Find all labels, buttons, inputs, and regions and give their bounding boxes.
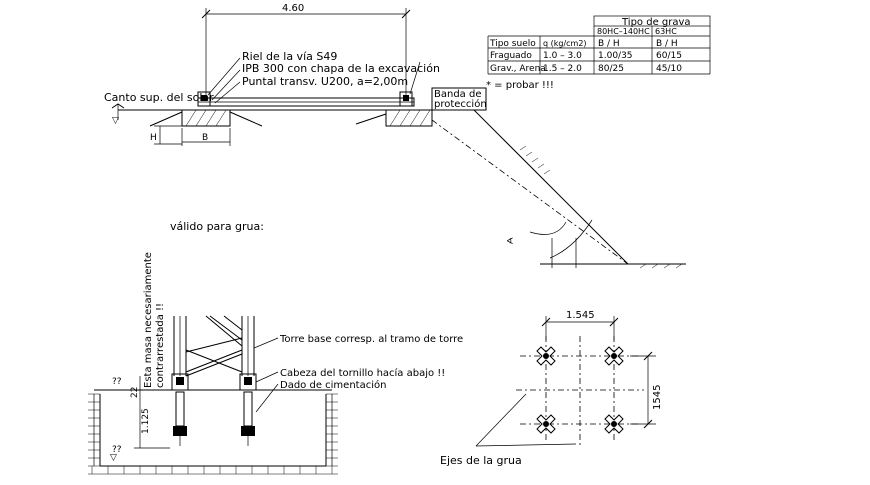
anchor-bolt xyxy=(243,391,253,427)
dimension-4-60: 4.60 xyxy=(282,3,304,14)
vertical-note-2: contrarrestada !! xyxy=(155,303,166,388)
table-cell: 1.0 – 3.0 xyxy=(543,51,582,61)
table-sub-1: 80HC–140HC xyxy=(597,27,650,36)
rail-right xyxy=(399,91,413,107)
rail-section: 4.60 ▽ Riel de la vía S49 IPB 300 con ch… xyxy=(104,3,686,269)
anchor-bolt xyxy=(175,391,185,427)
label-canto: Canto sup. del solar xyxy=(104,91,214,104)
dim-22: 22 xyxy=(130,387,140,398)
table-cell: 1.5 – 2.0 xyxy=(543,64,582,74)
table-cell: 60/15 xyxy=(656,51,682,61)
anchor-symbol xyxy=(536,414,556,434)
label-riel: Riel de la vía S49 xyxy=(242,50,337,63)
svg-text:protección: protección xyxy=(434,98,487,110)
table-sub-2: 63HC xyxy=(655,27,677,36)
vertical-note-1: Esta masa necesariamente xyxy=(143,252,154,388)
label-b: B xyxy=(202,133,208,143)
label-valido: válido para grua: xyxy=(170,220,264,233)
table-cell: 1.00/35 xyxy=(598,51,633,61)
anchor-symbol xyxy=(536,346,556,366)
svg-text:∢: ∢ xyxy=(506,237,514,247)
table-title: Tipo de grava xyxy=(621,17,691,28)
footing-left xyxy=(181,109,231,127)
dim-1545-h: 1.545 xyxy=(566,310,595,321)
dim-1125: 1.125 xyxy=(141,408,151,434)
label-dado: Dado de cimentación xyxy=(280,379,386,391)
table-cell: B / H xyxy=(656,39,678,49)
label-h: H xyxy=(150,133,157,143)
slope-line xyxy=(473,109,629,265)
label-probar: * = probar !!! xyxy=(486,80,554,91)
table-cell: Fraguado xyxy=(490,51,532,61)
footing-right xyxy=(385,109,433,127)
table-cell: Grav., Arena xyxy=(490,64,546,74)
rail-left xyxy=(197,91,211,107)
label-puntal: Puntal transv. U200, a=2,00m xyxy=(242,75,408,88)
label-torre: Torre base corresp. al tramo de torre xyxy=(279,334,463,345)
dim-1545-v: 1545 xyxy=(652,385,663,410)
anchor-symbol xyxy=(604,346,624,366)
svg-text:▽: ▽ xyxy=(112,116,119,126)
table-cell: Tipo suelo xyxy=(489,39,536,49)
label-ipb: IPB 300 con chapa de la excavación xyxy=(242,62,440,75)
table-cell: B / H xyxy=(598,39,620,49)
crane-plan-view: 1.545 1545 xyxy=(440,310,663,467)
label-banda: Banda de xyxy=(434,89,481,100)
table-cell: q (kg/cm2) xyxy=(543,39,587,48)
anchor-symbol xyxy=(604,414,624,434)
level-mark: ?? xyxy=(112,377,122,387)
table-cell: 80/25 xyxy=(598,64,624,74)
table-cell: 45/10 xyxy=(656,64,682,74)
level-mark: ?? xyxy=(112,445,122,455)
label-cabeza: Cabeza del tornillo hacía abajo !! xyxy=(280,367,445,379)
label-ejes: Ejes de la grua xyxy=(440,454,522,467)
soil-table: Tipo de grava 80HC–140HC 63HC Tipo suelo… xyxy=(487,15,711,75)
crane-base-section: válido para grua: Esta masa necesariamen… xyxy=(88,220,463,475)
svg-text:▽: ▽ xyxy=(110,453,117,463)
